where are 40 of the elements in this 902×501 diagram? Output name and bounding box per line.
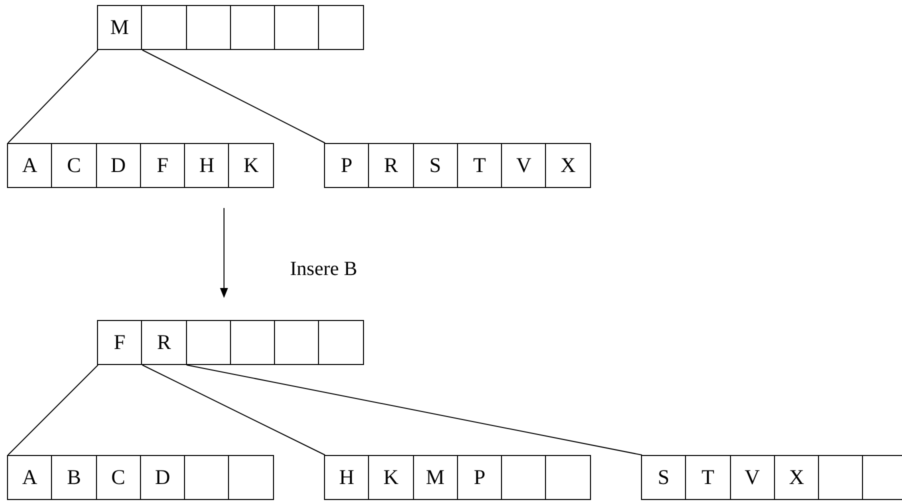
connector-line: [142, 50, 326, 144]
btree-node: [642, 455, 902, 500]
btree-node: [98, 5, 364, 50]
key-cell: A: [7, 455, 52, 500]
key-cell: C: [96, 455, 141, 500]
key-cell: H: [324, 455, 370, 500]
btree-node: [325, 143, 591, 188]
key-cell: M: [97, 5, 142, 50]
key-cell: M: [412, 455, 458, 500]
key-cell: D: [140, 455, 186, 500]
btree-node: [8, 143, 274, 188]
connector-line: [186, 364, 642, 456]
btree-node: [325, 455, 591, 500]
key-cell: T: [456, 143, 502, 188]
key-cell: B: [51, 455, 97, 500]
key-cell: S: [412, 143, 458, 188]
key-cell: P: [324, 143, 370, 188]
key-cell: R: [141, 320, 187, 365]
key-cell: X: [774, 455, 820, 500]
key-cell: H: [184, 143, 230, 188]
key-cell: F: [97, 320, 142, 365]
key-cell: D: [96, 143, 141, 188]
key-cell: T: [685, 455, 731, 500]
key-cell: R: [368, 143, 414, 188]
key-cell: F: [140, 143, 186, 188]
connector-line: [8, 364, 98, 456]
key-cell: S: [641, 455, 686, 500]
key-cell: V: [501, 143, 546, 188]
key-cell: K: [228, 143, 274, 188]
key-cell: X: [545, 143, 591, 188]
key-cell: A: [7, 143, 52, 188]
operation-label: Insere B: [290, 258, 358, 281]
connector-line: [142, 364, 326, 456]
connector-line: [8, 50, 98, 144]
key-cell: P: [456, 455, 502, 500]
key-cell: K: [368, 455, 414, 500]
key-cell: V: [730, 455, 775, 500]
key-cell: C: [51, 143, 97, 188]
btree-node: [8, 455, 274, 500]
btree-node: [98, 320, 364, 365]
